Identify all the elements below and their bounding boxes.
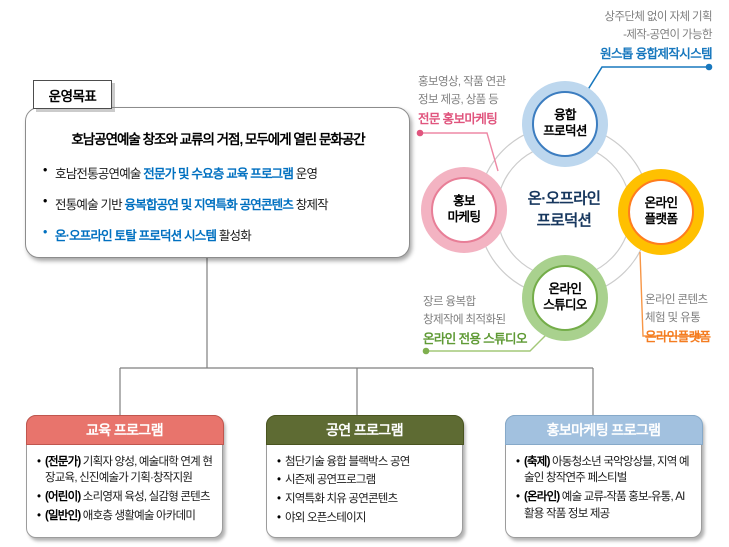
node-promotion-marketing: 홍보 마케팅 (431, 177, 497, 243)
program-box-education-header: 교육 프로그램 (25, 414, 224, 445)
tree-connector-lines (119, 258, 594, 415)
promo-callout-dot (416, 129, 424, 137)
node-online-studio: 온라인 스튜디오 (532, 265, 598, 331)
onestop-callout-dot (705, 63, 713, 71)
goal-bullet: 호남전통공연예술 전문가 및 수요층 교육 프로그램 운영 (43, 163, 397, 182)
goal-bullet: 전통예술 기반 융복합공연 및 지역특화 공연콘텐츠 창제작 (43, 194, 397, 213)
program-item: 첨단기술 융합 블랙박스 공연 (277, 454, 456, 471)
program-box-promo-marketing-items: (축제) 아동청소년 국악앙상블, 지역 예술인 창작연주 페스티벌 (온라인)… (506, 445, 701, 523)
goal-bullet: 온·오프라인 토탈 프로덕션 시스템 활성화 (43, 225, 397, 244)
node-fusion-production: 융합 프로덕션 (532, 91, 598, 157)
program-item: (일반인) 애호층 생활예술 아카데미 (37, 508, 216, 525)
node-online-platform: 온라인 플랫폼 (628, 179, 694, 245)
goal-title: 호남공연예술 창조와 교류의 거점, 모두에게 열린 문화공간 (71, 132, 365, 147)
program-box-promo-marketing-header: 홍보마케팅 프로그램 (504, 414, 703, 445)
program-item: (어린이) 소리영재 육성, 실감형 콘텐츠 (37, 489, 216, 506)
goal-box: 호남공연예술 창조와 교류의 거점, 모두에게 열린 문화공간 호남전통공연예술… (25, 107, 410, 258)
annotation-onestop: 상주단체 없이 자체 기획 -제작-공연이 가능한 원스톱 융합제작시스템 (600, 11, 712, 61)
program-box-education: 교육 프로그램 (전문가) 기획자 양성, 예술대학 연계 현장교육, 신진예술… (25, 414, 224, 538)
program-item: 시즌제 공연프로그램 (277, 472, 456, 489)
platform-callout-line (639, 251, 698, 337)
program-box-performance-header: 공연 프로그램 (265, 414, 464, 445)
studio-callout-dot (422, 347, 430, 355)
goal-bullet-list: 호남전통공연예술 전문가 및 수요층 교육 프로그램 운영 전통예술 기반 융복… (39, 163, 397, 244)
program-item: (축제) 아동청소년 국악앙상블, 지역 예술인 창작연주 페스티벌 (516, 454, 695, 487)
program-item: (온라인) 예술 교류-작품 홍보-유통, AI 활용 작품 정보 제공 (516, 489, 695, 522)
annotation-promo-marketing: 홍보영상, 작품 연관 정보 제공, 상품 등 전문 홍보마케팅 (418, 76, 506, 126)
goal-tab: 운영목표 (33, 80, 112, 109)
program-item: 야외 오픈스테이지 (277, 510, 456, 527)
platform-callout-dot (694, 332, 702, 340)
program-item: 지역특화 치유 공연콘텐츠 (277, 491, 456, 508)
promo-callout-line (420, 132, 499, 172)
annotation-online-platform: 온라인 콘텐츠 체험 및 유통 온라인플랫폼 (645, 294, 711, 344)
program-box-performance: 공연 프로그램 첨단기술 융합 블랙박스 공연 시즌제 공연프로그램 지역특화 … (265, 414, 464, 538)
studio-callout-line (426, 333, 548, 352)
program-item: (전문가) 기획자 양성, 예술대학 연계 현장교육, 신진예술가 기획·창작지… (37, 454, 216, 487)
program-box-promo-marketing: 홍보마케팅 프로그램 (축제) 아동청소년 국악앙상블, 지역 예술인 창작연주… (504, 414, 703, 538)
program-box-education-items: (전문가) 기획자 양성, 예술대학 연계 현장교육, 신진예술가 기획·창작지… (27, 445, 222, 525)
diagram-center-label: 온·오프라인 프로덕션 (527, 190, 601, 230)
annotation-online-studio: 장르 융복합 창제작에 최적화된 온라인 전용 스튜디오 (423, 296, 527, 346)
program-box-performance-items: 첨단기술 융합 블랙박스 공연 시즌제 공연프로그램 지역특화 치유 공연콘텐츠… (267, 445, 462, 527)
onestop-callout-line (583, 66, 709, 97)
